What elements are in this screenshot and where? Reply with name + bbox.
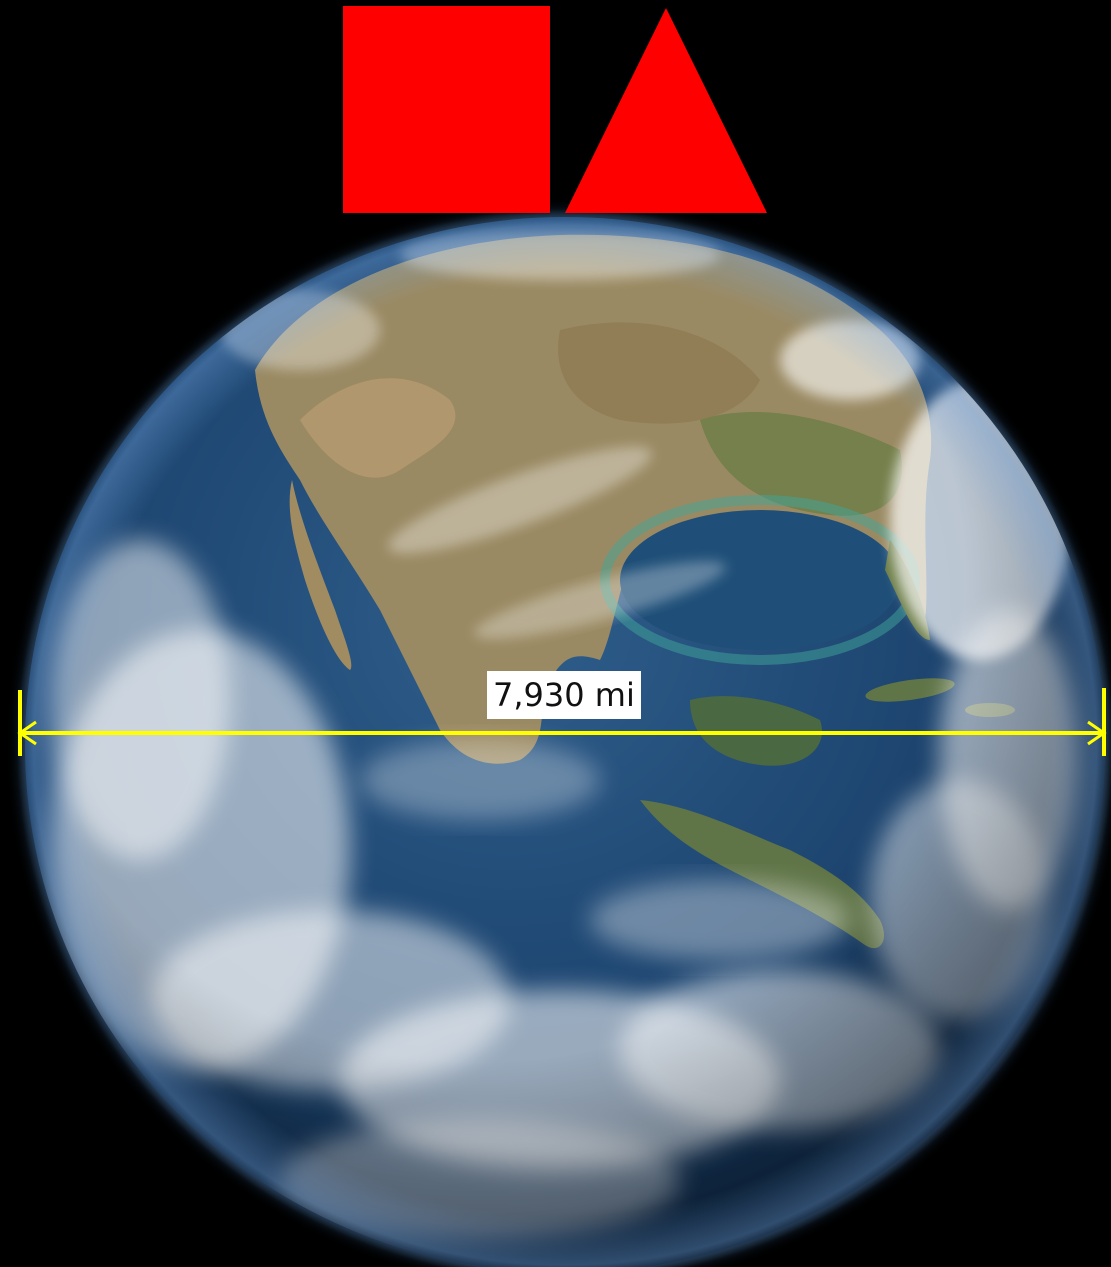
red-square (343, 6, 550, 213)
diameter-label: 7,930 mi (487, 671, 641, 719)
diameter-measure (17, 688, 1107, 756)
red-triangle (565, 8, 767, 213)
measure-left-arrow (17, 720, 37, 746)
measure-right-arrow (1087, 720, 1107, 746)
earth-globe (17, 209, 1111, 1267)
